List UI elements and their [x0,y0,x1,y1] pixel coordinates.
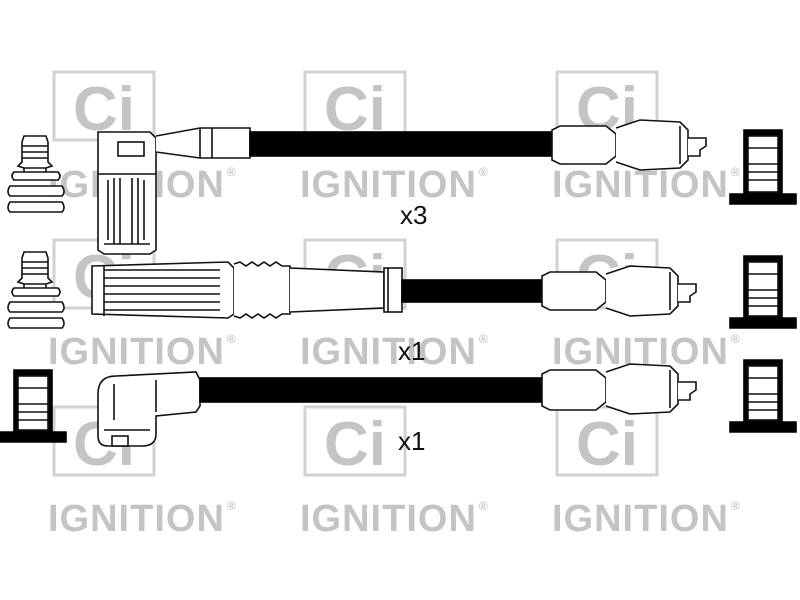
coil-end-boot [551,119,707,171]
wire-1 [249,131,553,157]
ignition-watermark-word: IGNITION® [48,331,237,373]
lead-row-1 [7,119,797,255]
coil-terminal-icon [729,129,797,205]
ignition-watermark-word: IGNITION® [300,498,489,540]
coil-end-boot [541,265,697,317]
spark-plug-terminal-icon [7,135,65,213]
coil-terminal-icon [729,255,797,329]
wire-3 [199,377,543,403]
quantity-label-row-3: x1 [398,426,426,456]
ignition-watermark-word: IGNITION® [48,498,237,540]
ignition-watermark-word: IGNITION® [552,164,741,206]
logo-text: Ci [324,410,386,477]
lead-row-3 [0,359,797,447]
coil-terminal-icon [729,359,797,433]
wire-2 [401,279,543,303]
ignition-watermark-word: IGNITION® [300,164,489,206]
angled-distributor-boot [97,371,201,447]
ci-logo-watermark: Ci [303,405,407,479]
quantity-label-row-1: x3 [400,200,428,230]
spark-plug-terminal-icon [7,251,65,329]
coil-terminal-icon [0,369,67,443]
quantity-label-row-2: x1 [398,336,426,366]
lead-row-2 [7,251,797,329]
logo-text: Ci [576,410,638,477]
coil-end-boot [541,363,697,415]
angled-spark-plug-boot [97,127,251,255]
straight-spark-plug-boot [91,261,403,319]
ignition-watermark-word: IGNITION® [552,498,741,540]
ignition-watermark-word: IGNITION® [300,331,489,373]
